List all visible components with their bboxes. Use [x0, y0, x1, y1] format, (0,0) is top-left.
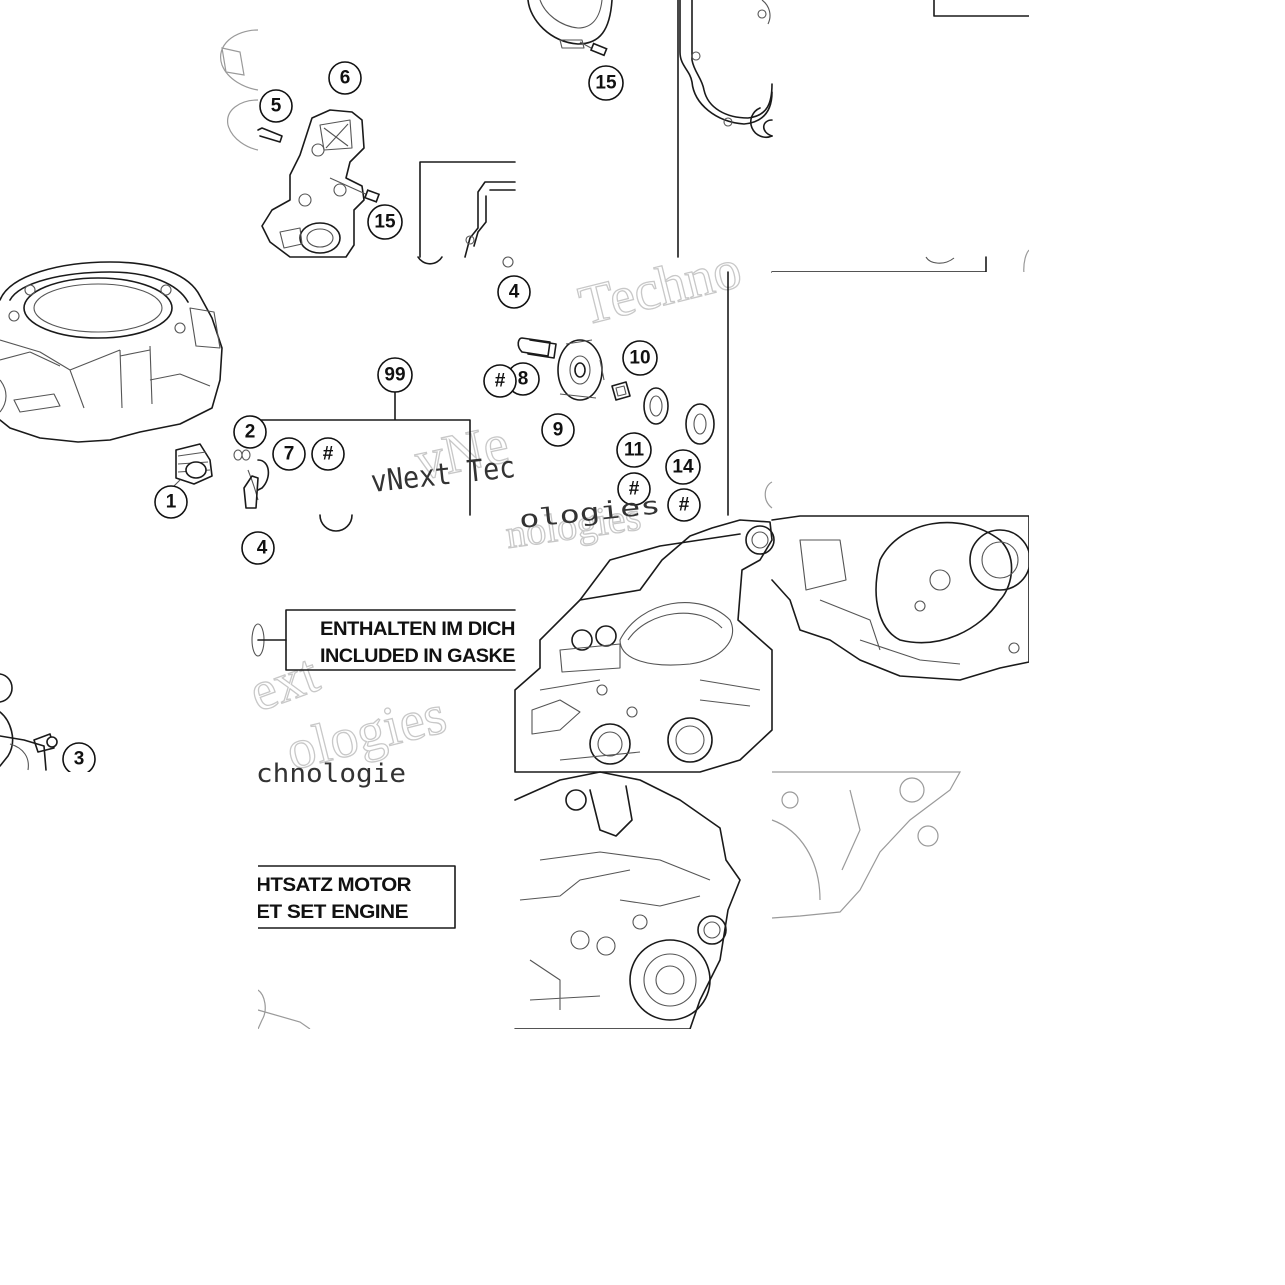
svg-text:7: 7: [284, 444, 295, 465]
callout-6: 6: [328, 61, 362, 95]
svg-text:11: 11: [624, 440, 645, 461]
svg-text:#: #: [679, 495, 690, 516]
note-line-english-end: ET SET ENGINE: [256, 902, 408, 923]
tile-housing-fragment: [771, 771, 962, 919]
tile-top-right-frame: [771, 0, 1030, 291]
svg-text:10: 10: [629, 348, 650, 369]
tile-kit-box: [243, 389, 471, 516]
note-line-german: ENTHALTEN IM DICH: [320, 619, 515, 640]
callout-7: 7: [272, 437, 306, 471]
tile-case-cover: [771, 515, 1031, 681]
callout-9: 9: [541, 413, 575, 447]
note-line-german-end: HTSATZ MOTOR: [256, 875, 412, 896]
svg-text:14: 14: [672, 457, 694, 478]
tile-lower-left-parts: [0, 711, 58, 771]
svg-text:8: 8: [518, 369, 529, 390]
callout-3: 3: [62, 742, 96, 776]
svg-text:#: #: [495, 371, 506, 392]
callout-hash: #: [617, 472, 651, 506]
watermark-text: Techno: [573, 238, 747, 338]
callout-99: 99: [377, 357, 413, 393]
callout-15: 15: [367, 204, 403, 240]
svg-text:6: 6: [340, 68, 351, 89]
svg-text:#: #: [629, 479, 640, 500]
callout-11: 11: [616, 432, 652, 468]
svg-text:15: 15: [595, 73, 617, 94]
svg-text:1: 1: [166, 492, 177, 513]
callout-2: 2: [233, 415, 267, 449]
callout-4: 4: [497, 275, 531, 309]
watermark-text: vNext Tec: [369, 450, 517, 500]
svg-text:2: 2: [245, 422, 256, 443]
tile-note-label-end: [257, 865, 456, 1030]
svg-text:#: #: [323, 444, 334, 465]
callout-10: 10: [622, 340, 658, 376]
svg-text:4: 4: [257, 538, 268, 559]
tile-top-center-parts: [527, 0, 773, 258]
callout-hash: #: [311, 437, 345, 471]
svg-text:4: 4: [509, 282, 520, 303]
tile-water-pump-parts: [517, 271, 773, 516]
svg-text:99: 99: [384, 365, 405, 386]
tile-engine-lower: [514, 771, 741, 1030]
callout-hash: #: [667, 488, 701, 522]
callout-4: 4: [241, 531, 275, 565]
callout-14: 14: [665, 449, 701, 485]
note-line-english: INCLUDED IN GASKE: [320, 646, 515, 667]
svg-text:9: 9: [553, 420, 564, 441]
watermark-text: chnologie: [256, 759, 406, 789]
tile-cylinder: [0, 261, 251, 489]
tile-crankcase-top: [514, 519, 775, 773]
svg-text:15: 15: [374, 212, 396, 233]
svg-text:3: 3: [74, 749, 85, 770]
callout-15: 15: [588, 65, 624, 101]
callout-1: 1: [154, 485, 188, 519]
tile-top-left-parts: [220, 29, 516, 268]
watermark-text: ext: [241, 642, 327, 724]
svg-text:5: 5: [271, 96, 282, 117]
tile-note-label: [251, 609, 516, 671]
callout-hash: #: [483, 364, 517, 398]
callout-5: 5: [259, 89, 293, 123]
